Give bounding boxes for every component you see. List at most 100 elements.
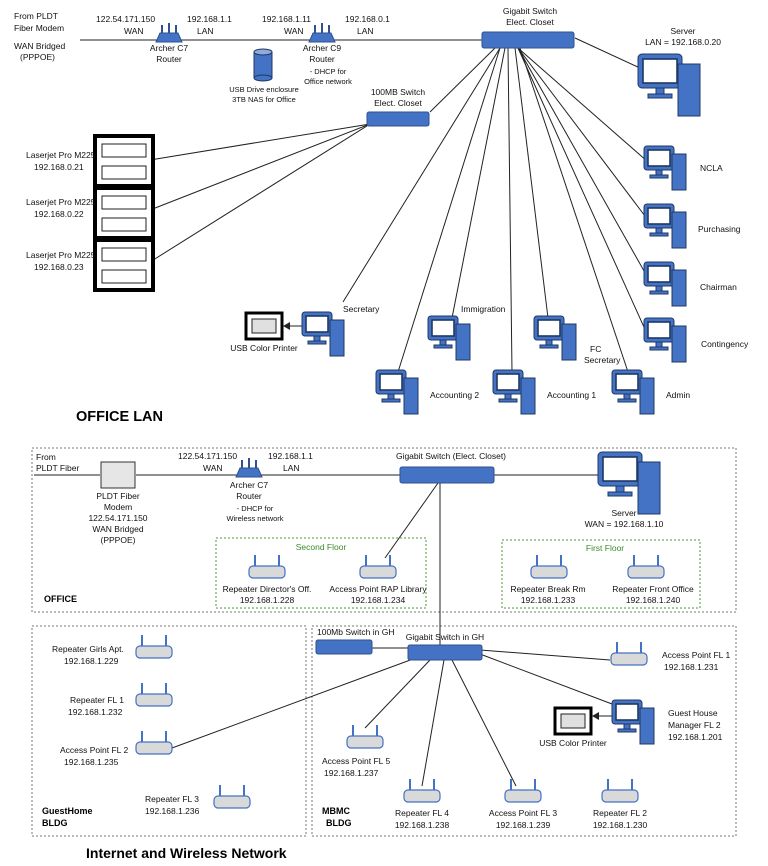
first-floor-frame <box>501 539 701 609</box>
access-point-icon <box>610 641 648 666</box>
mbmc-rep-fl4-ip: 192.168.1.238 <box>395 820 450 830</box>
printer-3-name: Laserjet Pro M225 <box>26 250 96 260</box>
printer-2-name: Laserjet Pro M225 <box>26 197 96 207</box>
ws-admin-label: Admin <box>666 390 690 400</box>
gh-ap-fl2-ip: 192.168.1.235 <box>64 757 119 767</box>
printer-3-ip: 192.168.0.23 <box>34 262 84 272</box>
guesthome-label-1: GuestHome <box>42 806 93 816</box>
ws-secretary-label: Secretary <box>343 304 380 314</box>
printer-icon <box>93 186 155 240</box>
link-printer-3 <box>149 123 371 263</box>
wl-router-type: Router <box>236 491 262 501</box>
workstation-icon <box>643 317 687 363</box>
source-line-1: From PLDT <box>14 11 58 21</box>
mbmc-rep-fl4-name: Repeater FL 4 <box>395 808 449 818</box>
c9-name: Archer C9 <box>303 43 342 53</box>
wl-source-2: PLDT Fiber <box>36 463 79 473</box>
link-immigration <box>451 47 506 319</box>
gigabit-switch-label-1: Gigabit Switch <box>503 6 558 16</box>
source-line-4: (PPPOE) <box>20 52 55 62</box>
repeater-icon <box>601 778 639 803</box>
gh-rep-fl3-name: Repeater FL 3 <box>145 794 199 804</box>
ap-rap-ip: 192.168.1.234 <box>351 595 406 605</box>
wl-router-lan: LAN <box>283 463 300 473</box>
workstation-icon <box>643 145 687 191</box>
gh-rep-girls-name: Repeater Girls Apt. <box>52 644 124 654</box>
source-line-3: WAN Bridged <box>14 41 65 51</box>
router-icon <box>235 457 263 478</box>
rep-break-name: Repeater Break Rm <box>510 584 585 594</box>
ap-rap-name: Access Point RAP Library <box>329 584 427 594</box>
mbmc-100mb-label: 100Mb Switch in GH <box>317 627 394 637</box>
guesthome-frame <box>31 625 307 837</box>
ws-secretary2-label: Secretary <box>584 355 621 365</box>
workstation-icon <box>427 315 471 361</box>
c9-wan-label: WAN <box>284 26 304 36</box>
ws-fc-label: FC <box>590 344 601 354</box>
server-label-2: LAN = 192.168.0.20 <box>645 37 721 47</box>
link-accounting2 <box>397 47 501 373</box>
workstation-icon <box>375 369 419 415</box>
link-rap-library <box>384 482 439 559</box>
mbmc-ap-fl3-name: Access Point FL 3 <box>489 808 557 818</box>
printer-1-name: Laserjet Pro M225 <box>26 150 96 160</box>
switch-100mb-label-2: Elect. Closet <box>374 98 422 108</box>
link-chairman <box>517 47 649 279</box>
link-printer-2 <box>149 123 371 211</box>
link-ap-fl1 <box>479 649 611 661</box>
c7-lan-ip: 192.168.1.1 <box>187 14 232 24</box>
modem-label-4: WAN Bridged <box>92 524 143 534</box>
ws-chairman-label: Chairman <box>700 282 737 292</box>
repeater-icon <box>627 554 665 579</box>
wireless-section: From PLDT Fiber PLDT Fiber Modem 122.54.… <box>31 447 737 861</box>
nas-label-2: 3TB NAS for Office <box>232 95 296 104</box>
first-floor-title: First Floor <box>586 543 624 553</box>
office-label: OFFICE <box>44 594 77 604</box>
access-point-icon <box>504 778 542 803</box>
workstation-icon <box>643 261 687 307</box>
office-lan-section: From PLDT Fiber Modem WAN Bridged (PPPOE… <box>14 6 749 425</box>
rep-front-ip: 192.168.1.240 <box>626 595 681 605</box>
wl-source-1: From <box>36 452 56 462</box>
repeater-icon <box>530 554 568 579</box>
link-admin <box>519 47 629 373</box>
c9-dhcp-1: - DHCP for <box>310 67 347 76</box>
source-line-2: Fiber Modem <box>14 23 64 33</box>
gh-rep-fl1-name: Repeater FL 1 <box>70 695 124 705</box>
mbmc-rep-fl2-name: Repeater FL 2 <box>593 808 647 818</box>
mbmc-label-1: MBMC <box>322 806 350 816</box>
link-printer-1 <box>149 123 371 161</box>
link-accounting1 <box>507 47 513 373</box>
repeater-icon <box>135 634 173 659</box>
c7-name: Archer C7 <box>150 43 189 53</box>
mbmc-label-2: BLDG <box>326 818 352 828</box>
guesthome-label-2: BLDG <box>42 818 68 828</box>
modem-label-2: Modem <box>104 502 132 512</box>
wl-router-wan: WAN <box>203 463 223 473</box>
ws-ncla-label: NCLA <box>700 163 723 173</box>
gigabit-switch-label-2: Elect. Closet <box>506 17 554 27</box>
wl-server-label-2: WAN = 192.168.1.10 <box>585 519 664 529</box>
usb-printer-icon <box>244 311 284 341</box>
wl-router-name: Archer C7 <box>230 480 269 490</box>
mbmc-ap-fl5-name: Access Point FL 5 <box>322 756 390 766</box>
printer-1-ip: 192.168.0.21 <box>34 162 84 172</box>
workstation-icon <box>643 203 687 249</box>
mbmc-ap-fl3-ip: 192.168.1.239 <box>496 820 551 830</box>
gigabit-switch-icon <box>481 31 575 49</box>
workstation-icon <box>492 369 536 415</box>
link-100mb-switch <box>429 47 496 113</box>
rep-front-name: Repeater Front Office <box>612 584 694 594</box>
switch-100mb-label-1: 100MB Switch <box>371 87 426 97</box>
manager-label-1: Guest House <box>668 708 718 718</box>
second-floor-frame <box>215 537 427 609</box>
link-purchasing <box>517 47 649 221</box>
rep-break-ip: 192.168.1.233 <box>521 595 576 605</box>
access-point-icon <box>359 554 397 579</box>
repeater-icon <box>135 682 173 707</box>
wl-switch-label: Gigabit Switch (Elect. Closet) <box>396 451 506 461</box>
access-point-icon <box>135 730 173 755</box>
server-icon <box>597 451 661 515</box>
ws-accounting2-label: Accounting 2 <box>430 390 479 400</box>
c7-lan-label: LAN <box>197 26 214 36</box>
